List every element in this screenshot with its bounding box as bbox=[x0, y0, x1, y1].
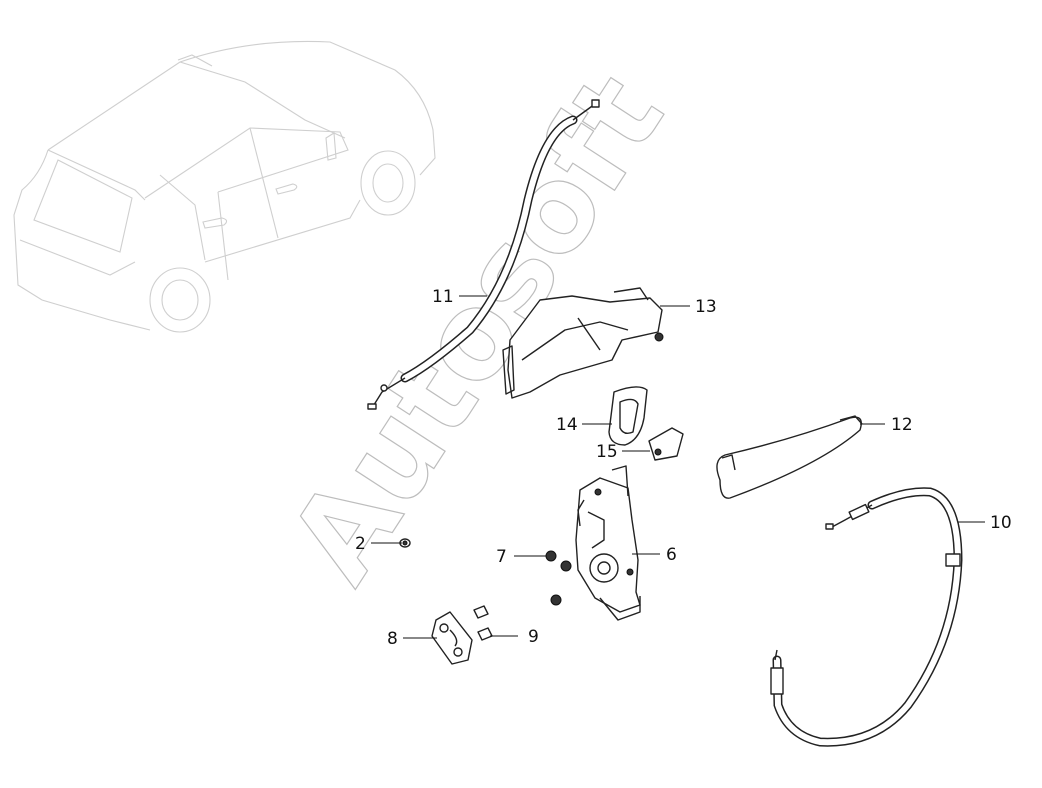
callout-2: 2 bbox=[355, 534, 366, 554]
callout-15: 15 bbox=[596, 442, 618, 462]
callout-6: 6 bbox=[666, 545, 677, 565]
part-9-bolts bbox=[473, 605, 493, 641]
callout-8: 8 bbox=[387, 629, 398, 649]
part-15-cover bbox=[648, 427, 684, 461]
callout-labels: 11 13 14 12 15 10 2 7 6 8 9 bbox=[355, 287, 1012, 649]
part-13-handle-housing bbox=[502, 287, 664, 399]
part-14-inner-handle bbox=[608, 386, 648, 446]
part-12-outer-handle bbox=[716, 415, 863, 499]
callout-14: 14 bbox=[556, 415, 578, 435]
leader-lines bbox=[371, 295, 985, 639]
callout-12: 12 bbox=[891, 415, 913, 435]
part-11-cable bbox=[367, 99, 600, 410]
vehicle-outline bbox=[13, 40, 436, 333]
part-8-striker bbox=[431, 611, 473, 665]
part-10-cable bbox=[770, 487, 963, 747]
callout-9: 9 bbox=[528, 627, 539, 647]
callout-13: 13 bbox=[695, 297, 717, 317]
callout-11: 11 bbox=[432, 287, 454, 307]
callout-10: 10 bbox=[990, 513, 1012, 533]
part-6-door-latch bbox=[575, 465, 641, 621]
callout-7: 7 bbox=[496, 547, 507, 567]
part-7-bolts bbox=[545, 550, 572, 606]
